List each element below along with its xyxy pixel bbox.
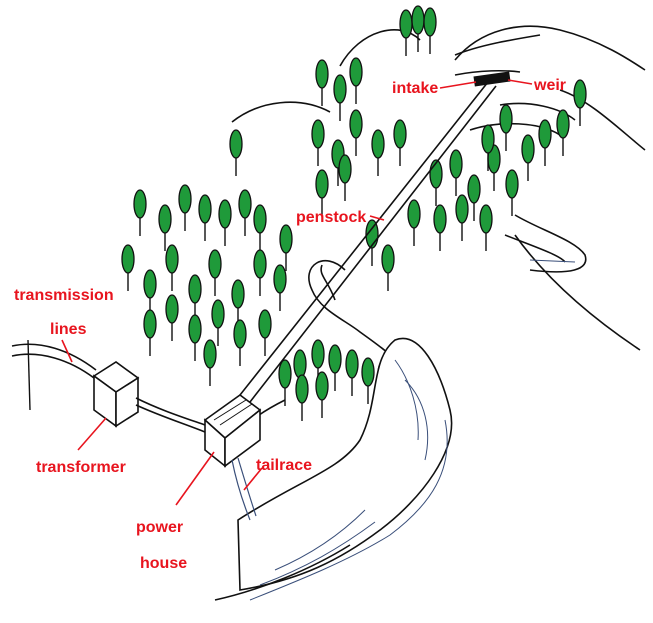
label-transformer: transformer <box>36 459 126 476</box>
intake-pointer <box>440 82 476 88</box>
weir-block <box>473 72 510 87</box>
ridge-line-left <box>232 102 330 122</box>
label-weir: weir <box>533 77 566 94</box>
label-power: power <box>136 519 183 536</box>
label-pointers <box>62 80 532 505</box>
label-penstock: penstock <box>296 209 366 226</box>
weir-pointer <box>508 80 532 84</box>
label-transmission: transmission <box>14 287 114 304</box>
transformer-pointer <box>78 418 106 450</box>
label-intake: intake <box>392 80 438 97</box>
label-lines: lines <box>50 321 87 338</box>
power-house-pointer <box>176 452 214 505</box>
mountain-right-slope <box>560 90 645 150</box>
main-river <box>215 338 452 600</box>
transformer-box <box>94 362 138 426</box>
right-river-loop <box>505 215 586 272</box>
label-house: house <box>140 555 187 572</box>
power-house-building <box>205 395 260 466</box>
hill-right-lower <box>515 235 640 350</box>
label-tailrace: tailrace <box>256 457 312 474</box>
mountain-left-slope <box>455 26 645 70</box>
